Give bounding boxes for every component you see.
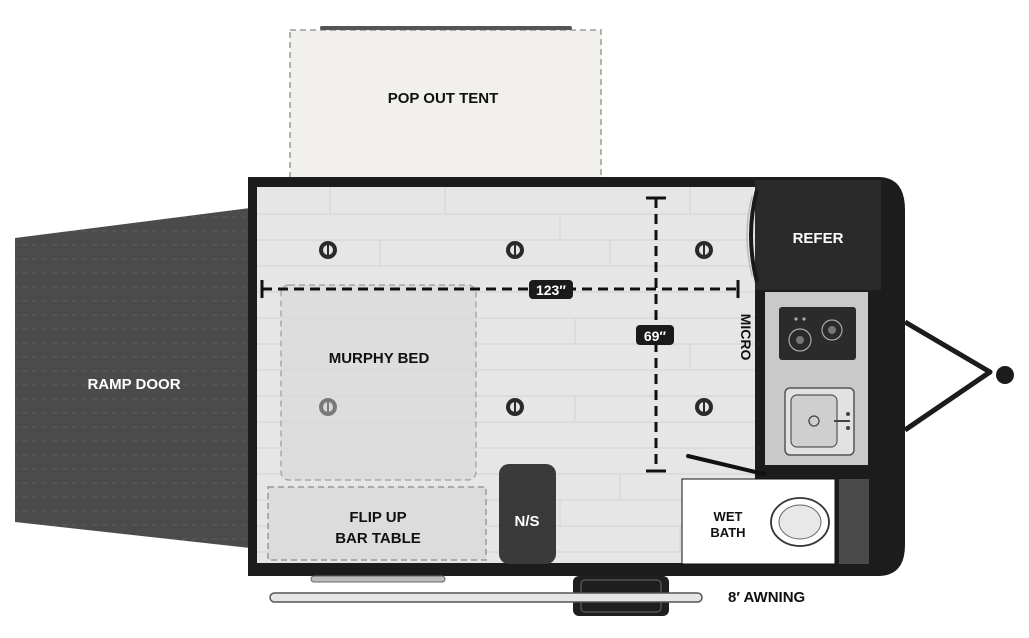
- stove-icon: [779, 307, 856, 360]
- awning-label: 8′ AWNING: [728, 589, 805, 606]
- galley-counter: [765, 292, 868, 465]
- door-swing: [686, 454, 766, 476]
- tie-down-icon: [695, 241, 713, 259]
- toilet-icon: [770, 497, 830, 547]
- ramp-door-label: RAMP DOOR: [87, 376, 180, 393]
- dimension-length-label: 123″: [536, 282, 566, 298]
- dimension-width-label: 69″: [644, 328, 667, 344]
- pop-out-tent: POP OUT TENT: [289, 26, 602, 179]
- dimension-width: 69″: [636, 196, 674, 473]
- awning: 8′ AWNING: [269, 575, 805, 616]
- murphy-bed[interactable]: MURPHY BED: [280, 284, 477, 481]
- dimension-length: 123″: [260, 280, 740, 299]
- flip-up-label-line2: BAR TABLE: [335, 530, 421, 547]
- tie-downs: [319, 241, 713, 416]
- tie-down-icon: [695, 398, 713, 416]
- flip-up-bar-table[interactable]: FLIP UP BAR TABLE: [267, 486, 487, 561]
- wet-bath-label-line2: BATH: [710, 525, 745, 540]
- wet-bath: WET BATH: [681, 478, 869, 565]
- flip-up-label-line1: FLIP UP: [349, 509, 406, 526]
- ns-label: N/S: [514, 513, 539, 530]
- hitch-icon: [903, 319, 1014, 433]
- ns-cabinet: N/S: [499, 464, 556, 564]
- sink-icon: [784, 387, 855, 456]
- tie-down-icon: [319, 241, 337, 259]
- murphy-bed-label: MURPHY BED: [329, 350, 430, 367]
- pop-out-tent-label: POP OUT TENT: [388, 90, 499, 107]
- tie-down-icon: [506, 398, 524, 416]
- ramp-door[interactable]: RAMP DOOR: [15, 208, 250, 548]
- tie-down-icon: [506, 241, 524, 259]
- refer-label: REFER: [793, 230, 844, 247]
- micro-label: MICRO: [738, 314, 754, 361]
- tie-down-icon: [319, 398, 337, 416]
- refrigerator: REFER: [746, 180, 881, 290]
- wet-bath-label-line1: WET: [714, 509, 743, 524]
